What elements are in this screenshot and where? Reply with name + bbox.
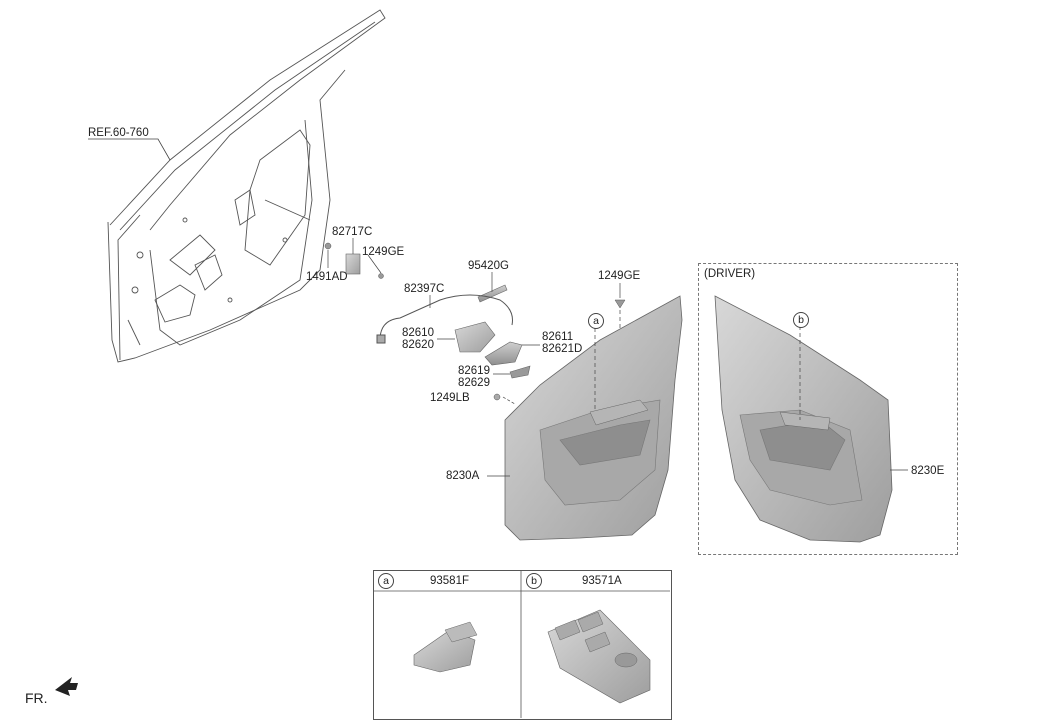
part-82397C-cable (376, 294, 513, 344)
label-fr: FR. (25, 690, 48, 706)
label-82620: 82620 (402, 339, 434, 351)
part-82619-cover (493, 365, 531, 379)
part-82611-bezel (484, 341, 540, 366)
label-8230A: 8230A (446, 470, 480, 482)
label-82717C: 82717C (332, 226, 373, 238)
switch-93581F (413, 621, 478, 673)
door-panel-8230E (714, 295, 908, 543)
label-ref: REF.60-760 (88, 127, 149, 139)
legend-marker-a: a (378, 573, 394, 589)
callout-a: a (588, 313, 604, 329)
legend-part-93581F: 93581F (430, 575, 470, 587)
callout-b: b (793, 312, 809, 328)
label-1249LB: 1249LB (430, 392, 470, 404)
part-95420G (477, 272, 508, 303)
door-frame (107, 9, 386, 363)
label-driver: (DRIVER) (704, 268, 756, 280)
legend-marker-b: b (526, 573, 542, 589)
legend-box (373, 570, 672, 720)
bracket-82717C (324, 238, 384, 279)
driver-group-box (698, 263, 958, 555)
label-82629: 82629 (458, 377, 490, 389)
legend-grid (373, 570, 670, 718)
switch-93571A (547, 609, 651, 704)
label-82397C: 82397C (404, 283, 445, 295)
label-1249GE-a: 1249GE (362, 246, 405, 258)
label-1249GE-b: 1249GE (598, 270, 641, 282)
label-82611: 82611 (542, 331, 574, 343)
screw-1249LB (493, 393, 516, 405)
label-95420G: 95420G (468, 260, 509, 272)
label-82610: 82610 (402, 327, 434, 339)
part-82610-handle (437, 321, 496, 353)
legend-part-93571A: 93571A (582, 575, 622, 587)
label-1491AD: 1491AD (306, 271, 348, 283)
label-82621D: 82621D (542, 343, 583, 355)
label-82619: 82619 (458, 365, 490, 377)
label-8230E: 8230E (911, 465, 945, 477)
fr-arrow-icon (55, 677, 78, 696)
door-panel-8230A (487, 295, 683, 541)
